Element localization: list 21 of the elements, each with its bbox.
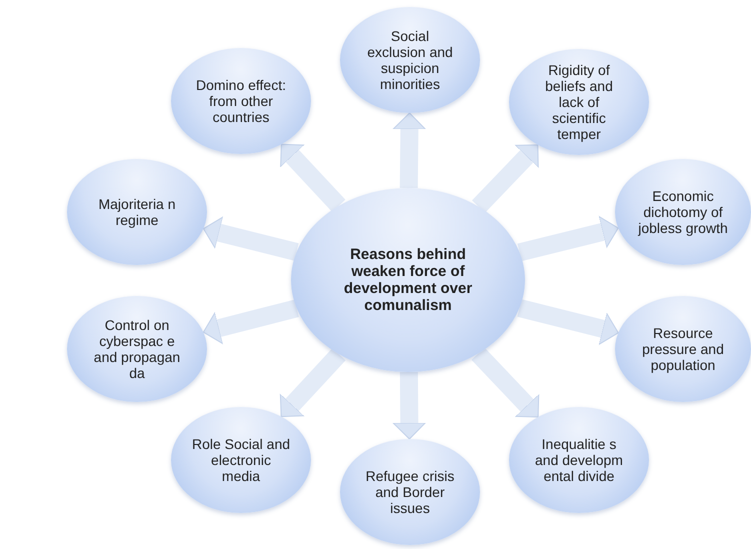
block-arrow (280, 144, 346, 212)
reason-text: Resource pressure and population (641, 324, 725, 374)
reason-text: Rigidity of beliefs and lack of scientific temper (544, 62, 614, 142)
reason-text: Role Social and electronic media (191, 436, 291, 484)
central-title: Reasons behind weaken force of development over comunalism (342, 246, 474, 314)
block-arrow (392, 112, 426, 188)
reason-text: Social exclusion and suspicion minorities (366, 28, 454, 92)
block-arrow (517, 299, 619, 345)
reason-text: Majoriteria n regime (97, 196, 177, 228)
block-arrow (472, 144, 539, 213)
reason-text: Refugee crisis and Border issues (364, 468, 456, 516)
block-arrow (517, 216, 619, 262)
block-arrow (280, 348, 346, 418)
block-arrow (202, 300, 299, 344)
block-arrow (392, 372, 426, 440)
block-arrow (202, 216, 299, 261)
reason-text: Domino effect: from other countries (194, 76, 287, 126)
reason-text: Inequalitie s and developm ental divide (534, 436, 624, 484)
block-arrow (471, 347, 540, 418)
reason-text: Economic dichotomy of jobless growth (636, 188, 729, 236)
reason-text: Control on cyberspac e and propagan da (92, 316, 182, 382)
